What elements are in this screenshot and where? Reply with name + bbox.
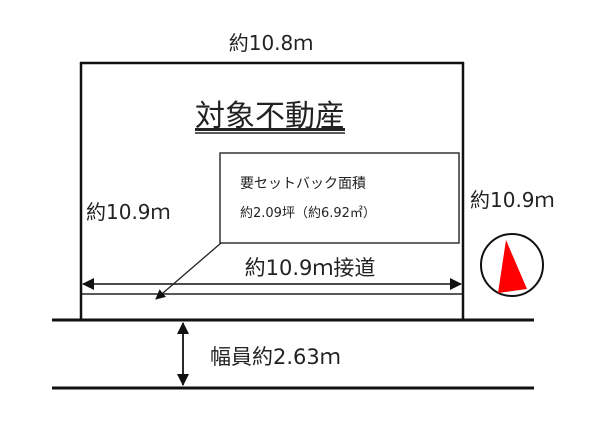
north-compass-icon [480, 233, 544, 297]
callout-pointer-arrow [155, 242, 222, 300]
frontage-label: 約10.9ｍ接道 [245, 256, 376, 280]
setback-area-title: 要セットバック面積 [240, 176, 366, 192]
road-width-label: 幅員約2.63ｍ [210, 345, 341, 369]
setback-area-value: 約2.09坪（約6.92㎡） [240, 206, 376, 221]
right-depth-label: 約10.9ｍ [470, 188, 555, 212]
property-label: 対象不動産 [195, 99, 345, 134]
property-outline [79, 61, 465, 321]
top-width-label: 約10.8ｍ [229, 31, 314, 55]
left-depth-label: 約10.9ｍ [86, 200, 171, 224]
setback-callout-box [219, 152, 460, 244]
